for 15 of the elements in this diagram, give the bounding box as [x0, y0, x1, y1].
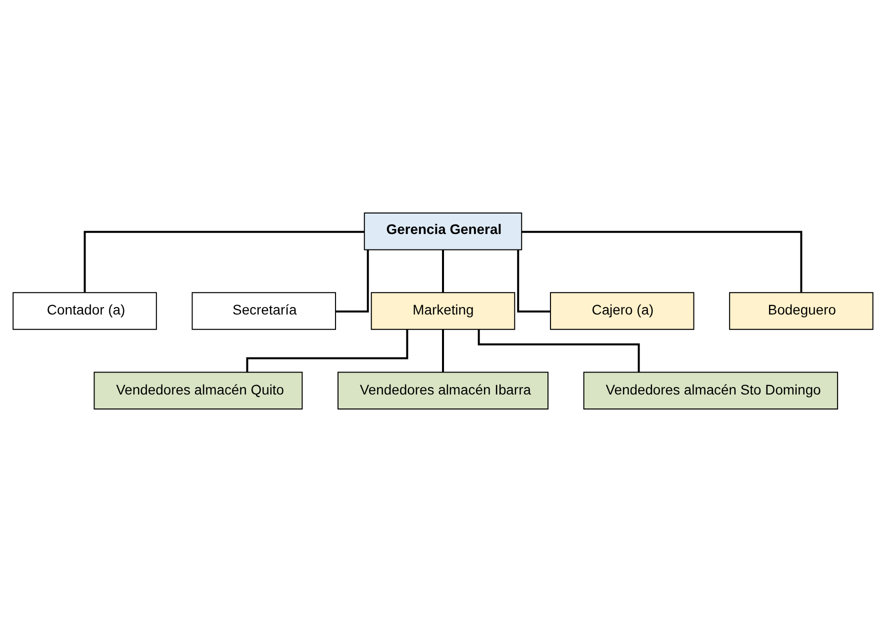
node-box: Contador (a)	[12, 292, 157, 330]
node-box: Cajero (a)	[550, 292, 694, 330]
node-box: Vendedores almacén Sto Domingo	[583, 371, 838, 410]
connector	[517, 249, 550, 312]
node-box: Gerencia General	[364, 212, 522, 250]
connector	[336, 249, 369, 312]
node-box: Secretaría	[192, 292, 336, 330]
node-box: Vendedores almacén Ibarra	[338, 371, 548, 410]
connector	[522, 230, 802, 292]
connector	[84, 230, 364, 292]
connector	[442, 249, 444, 292]
connector	[442, 328, 444, 372]
node-box: Marketing	[370, 292, 516, 330]
node-box: Vendedores almacén Quito	[94, 371, 303, 410]
node-box: Bodeguero	[729, 292, 874, 330]
